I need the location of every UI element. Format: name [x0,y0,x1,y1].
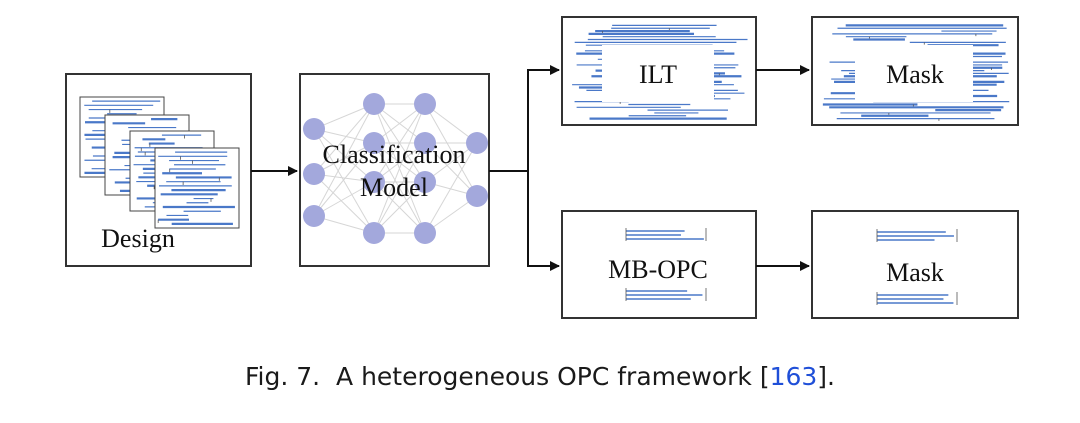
network-node [466,185,488,207]
ilt-label: ILT [639,60,677,89]
network-node [466,132,488,154]
ilt-mask-box: Mask [811,16,1019,126]
mbopc-layout-pattern [625,228,707,301]
network-node [363,171,385,193]
model-label: Model [360,173,428,202]
network-node [414,93,436,115]
caption-prefix: Fig. 7. [244,362,321,391]
ilt-box: ILT [561,16,757,126]
network-node [363,222,385,244]
mbopc-mask-box: Mask [811,210,1019,319]
classification-label: Classification [323,140,466,169]
caption-reference-link[interactable]: 163 [769,362,818,391]
opc-framework-diagram: Design Classification Model ILT Mask MB-… [65,16,1019,319]
network-node [363,93,385,115]
network-nodes [303,93,488,244]
figure-caption: Fig. 7. A heterogeneous OPC framework [1… [0,362,1080,391]
arrow-model-to-mbopc [527,171,560,271]
design-box: Design [65,73,252,267]
network-node [303,163,325,185]
mbopc-mask-layout-pattern [876,229,958,305]
mbopc-mask-label: Mask [886,258,944,287]
caption-suffix: ]. [817,362,835,391]
network-node [363,132,385,154]
mbopc-box: MB-OPC [561,210,757,319]
ilt-mask-label: Mask [886,60,944,89]
design-layout-sheets [79,96,240,229]
network-node [414,171,436,193]
classification-model-box: Classification Model [299,73,490,267]
network-node [303,205,325,227]
design-sheet [154,147,240,229]
arrow-model-to-ilt [489,65,560,172]
network-node [303,118,325,140]
mbopc-label: MB-OPC [608,255,708,284]
network-node [414,132,436,154]
caption-text: A heterogeneous OPC framework [ [336,362,770,391]
design-label: Design [101,224,175,253]
network-node [414,222,436,244]
